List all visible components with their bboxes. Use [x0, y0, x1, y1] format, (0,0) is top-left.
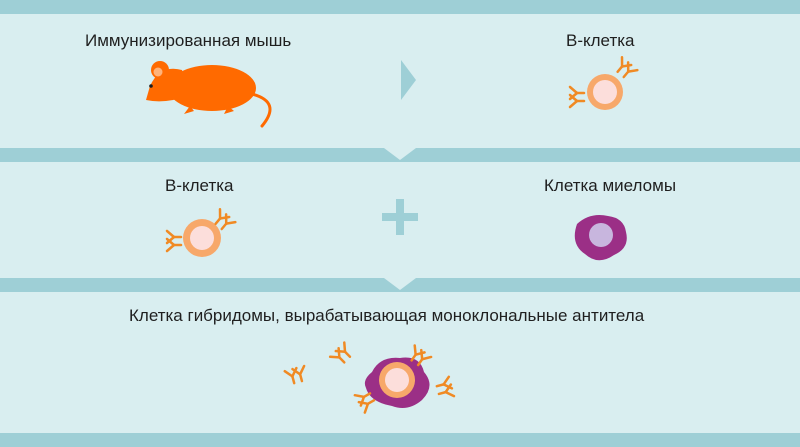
antibody-icon [328, 341, 356, 368]
top-band [0, 0, 800, 14]
mouse-icon [146, 61, 272, 128]
band-separator-1 [0, 148, 800, 162]
b-cell-label: В-клетка [165, 176, 234, 195]
b-cell-label-top: В-клетка [566, 31, 635, 50]
band-separator-2 [0, 278, 800, 292]
antibody-icon [434, 375, 456, 401]
antibody-icon [283, 364, 309, 386]
b-cell-icon [568, 56, 639, 110]
myeloma-cell-label: Клетка миеломы [544, 176, 677, 195]
myeloma-cell-icon [574, 215, 627, 261]
plus-icon [382, 199, 418, 235]
b-cell-icon [165, 208, 237, 257]
hybridoma-cell-label: Клетка гибридомы, вырабатывающая монокло… [129, 306, 645, 325]
bottom-band [0, 433, 800, 447]
hybridoma-cell-icon [353, 344, 433, 414]
arrow-right-icon [401, 60, 416, 100]
immunized-mouse-label: Иммунизированная мышь [85, 31, 292, 50]
